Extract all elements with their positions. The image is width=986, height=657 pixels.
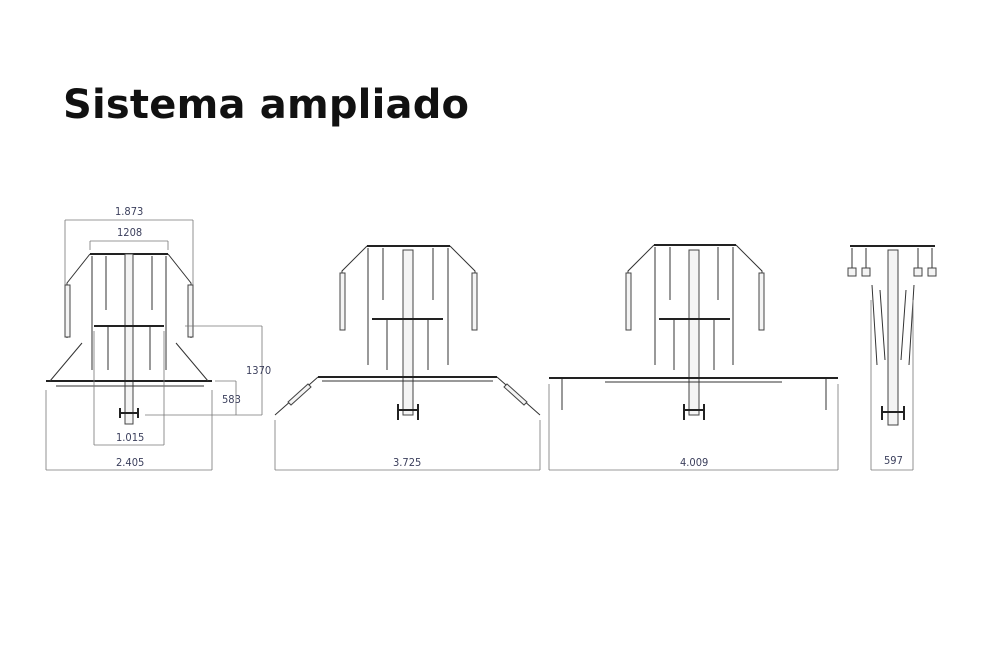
dim-overall-angled: 3.725 (393, 456, 421, 469)
dim-overall-compact: 2.405 (116, 456, 144, 469)
page-title: Sistema ampliado (63, 82, 470, 128)
dim-height-lower: 583 (222, 393, 241, 406)
dim-overall-folded: 597 (884, 454, 903, 467)
dim-overall-flat: 4.009 (680, 456, 708, 469)
figure-extended-flat: 4.009 (548, 244, 839, 471)
dim-top-inner: 1208 (117, 226, 142, 239)
figure-compact: 1.873 1208 1370 583 1.015 2.405 (45, 205, 271, 471)
dim-top-outer: 1.873 (115, 205, 143, 218)
dim-inner-base: 1.015 (116, 431, 144, 444)
dim-height-total: 1370 (246, 364, 271, 377)
figure-folded: 597 (847, 245, 937, 471)
figure-extended-angled: 3.725 (274, 245, 541, 471)
